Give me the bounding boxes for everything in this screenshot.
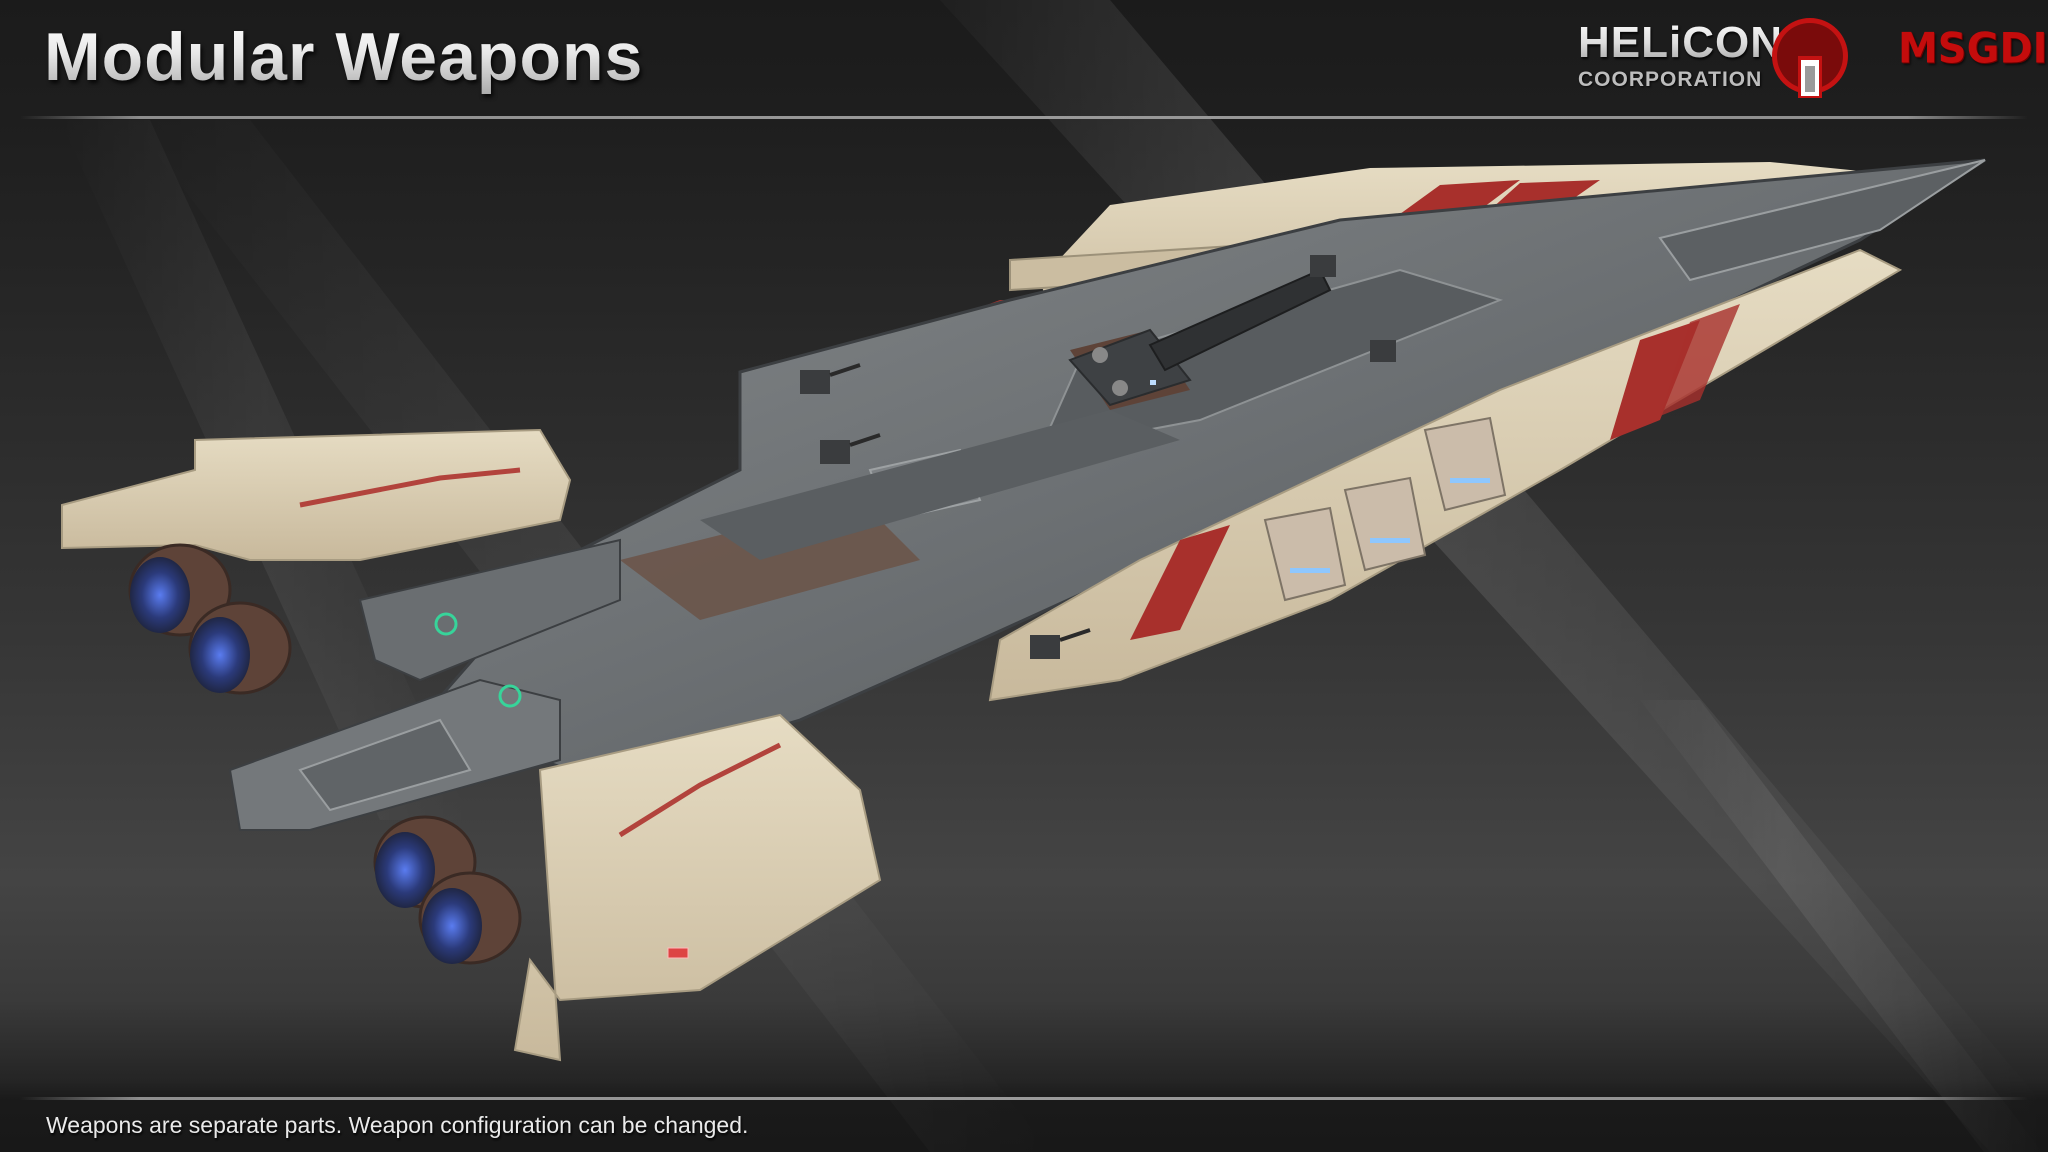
point-defense-turret-icon	[1030, 628, 1091, 659]
point-defense-turret-icon	[820, 433, 881, 464]
engine-nozzle-icon	[188, 601, 292, 695]
status-light-icon	[434, 612, 458, 636]
helicon-logo: HELiCON COORPORATION	[1576, 16, 1856, 100]
engine-nozzle-icon	[128, 543, 232, 637]
missile-pod-icon	[1263, 506, 1347, 602]
helicon-logo-word: HELiCON	[1578, 18, 1783, 67]
footer-caption: Weapons are separate parts. Weapon confi…	[46, 1112, 749, 1138]
point-defense-turret-icon	[800, 363, 861, 394]
rear-armor-lower	[513, 713, 882, 1062]
lower-armor-wing	[988, 248, 1903, 702]
missile-pod-icon	[1343, 476, 1427, 572]
rear-hull-prongs	[228, 538, 621, 831]
header: Modular Weapons HELiCON COORPORATION MSG…	[0, 0, 2048, 119]
point-defense-turret-icon	[1310, 255, 1336, 277]
page-title: Modular Weapons	[44, 19, 644, 95]
engine-nozzle-icon	[418, 871, 522, 965]
main-hull	[417, 158, 1986, 782]
footer-divider	[20, 1097, 2028, 1100]
point-defense-turret-icon	[1370, 340, 1396, 362]
helicon-mark-icon	[1772, 18, 1848, 98]
missile-pod-icon	[1423, 416, 1507, 512]
rear-armor-upper	[61, 428, 572, 561]
helicon-logo-subtitle: COORPORATION	[1578, 68, 1763, 91]
main-cannon-turret	[1068, 268, 1332, 407]
msgdi-logo: MSGDI	[1898, 24, 2048, 74]
header-divider	[20, 116, 2028, 119]
status-light-icon	[498, 684, 522, 708]
